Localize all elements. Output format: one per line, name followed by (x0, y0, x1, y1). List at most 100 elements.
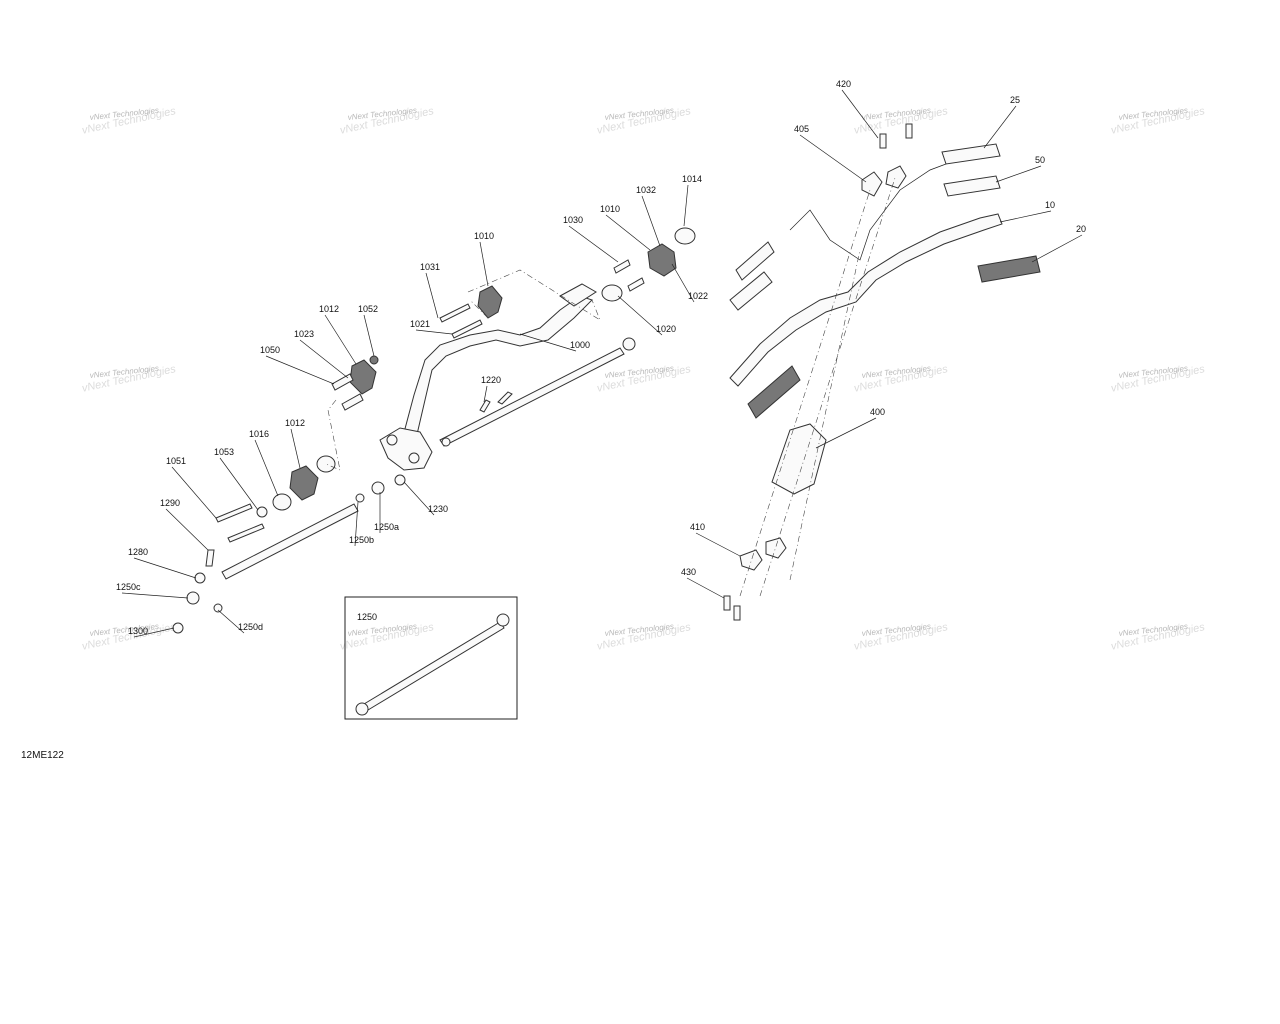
callout-label: 1300 (128, 626, 148, 636)
riser-dash-2 (759, 177, 896, 597)
nut-1230 (394, 474, 406, 486)
callout-leader (425, 272, 439, 319)
bolt-1220b (497, 391, 513, 405)
callout-label: 1220 (481, 375, 501, 385)
handlebar-assembly (723, 123, 1041, 621)
clamp-1012-upper (349, 359, 377, 395)
nut-1250d (213, 603, 223, 613)
washer-1280 (194, 572, 206, 584)
callout-label: 1052 (358, 304, 378, 314)
callout-leader (671, 263, 695, 303)
callout-label: 1230 (428, 504, 448, 514)
tie-rod-upper (439, 347, 625, 447)
callout-leader (133, 557, 197, 579)
callout-label: 1250d (238, 622, 263, 632)
bolt-1051 (215, 503, 253, 523)
callout-leader (403, 481, 435, 516)
callout-leader (695, 532, 741, 557)
callout-label: 1021 (410, 319, 430, 329)
callout-leader (254, 439, 279, 497)
column-upper-sleeve (559, 283, 597, 307)
callout-label: 1030 (563, 215, 583, 225)
assembly-dash-2 (325, 399, 341, 471)
callout-label: 1280 (128, 547, 148, 557)
callout-leader (324, 314, 357, 365)
inset-label: 1250 (357, 612, 377, 622)
callout-label: 1050 (260, 345, 280, 355)
column-bracket-hole (386, 434, 398, 446)
callout-leader (683, 184, 689, 227)
callout-label: 1000 (570, 340, 590, 350)
bolt-420 (879, 133, 887, 149)
callout-leader (841, 89, 879, 139)
callout-label: 1023 (294, 329, 314, 339)
pin-1022 (627, 277, 645, 292)
callout-leader (363, 314, 375, 357)
callout-label: 10 (1045, 200, 1055, 210)
callout-leader (171, 466, 217, 519)
inset-rod-end-right (496, 613, 510, 627)
callout-label: 1250c (116, 582, 141, 592)
callout-label: 25 (1010, 95, 1020, 105)
callout-leader (483, 385, 488, 403)
bushing-upper (316, 455, 336, 473)
riser-dash-3 (789, 249, 861, 581)
assembly-dash-1 (467, 269, 601, 321)
callout-leader (165, 508, 209, 551)
callout-label: 1250b (349, 535, 374, 545)
steering-column-assembly (172, 227, 696, 634)
callout-leader (799, 134, 867, 183)
tie-rod-upper-end-2 (441, 437, 451, 447)
assembly-dash-3 (469, 299, 489, 319)
bolt-430b (733, 605, 741, 621)
callout-leader (983, 105, 1017, 149)
column-bracket-hole-2 (408, 452, 420, 464)
clamp-410-right (765, 537, 787, 559)
rod-end-1250c (186, 591, 200, 605)
bolt-420b (905, 123, 913, 139)
inset-frame (344, 596, 518, 720)
clamp-410-left (739, 549, 763, 571)
callout-label: 400 (870, 407, 885, 417)
callout-label: 405 (794, 124, 809, 134)
heater-25 (941, 143, 1001, 165)
callout-leader (290, 428, 301, 469)
clamp-1010-right (647, 243, 677, 277)
callout-leader (219, 457, 259, 511)
callout-leader (815, 417, 877, 449)
callout-label: 1032 (636, 185, 656, 195)
callout-leader (605, 214, 651, 251)
bushing-1016 (272, 493, 292, 511)
callout-leader (686, 577, 725, 599)
callout-label: 1031 (420, 262, 440, 272)
nut-1300 (172, 622, 184, 634)
callout-leader (1031, 234, 1083, 263)
callout-leader (479, 241, 489, 287)
callout-leader (519, 333, 577, 352)
callout-leader (265, 355, 335, 385)
bolt-430 (723, 595, 731, 611)
callout-leader (641, 195, 661, 247)
callout-label: 410 (690, 522, 705, 532)
callout-leader (999, 210, 1052, 223)
drawing-code: 12ME122 (21, 750, 64, 761)
nut-1052 (369, 355, 379, 365)
callout-label: 1010 (600, 204, 620, 214)
callout-label: 1012 (319, 304, 339, 314)
bolt-1290 (205, 549, 215, 567)
callout-leader (133, 627, 175, 638)
handlebar-left-end-2 (735, 241, 775, 281)
nut-1250a (371, 481, 385, 495)
handlebar-10 (729, 213, 1003, 387)
callout-leader (995, 165, 1042, 183)
lower-shaft (221, 503, 359, 580)
inset-rod-end-left (355, 702, 369, 716)
callout-label: 1250a (374, 522, 399, 532)
callout-label: 430 (681, 567, 696, 577)
